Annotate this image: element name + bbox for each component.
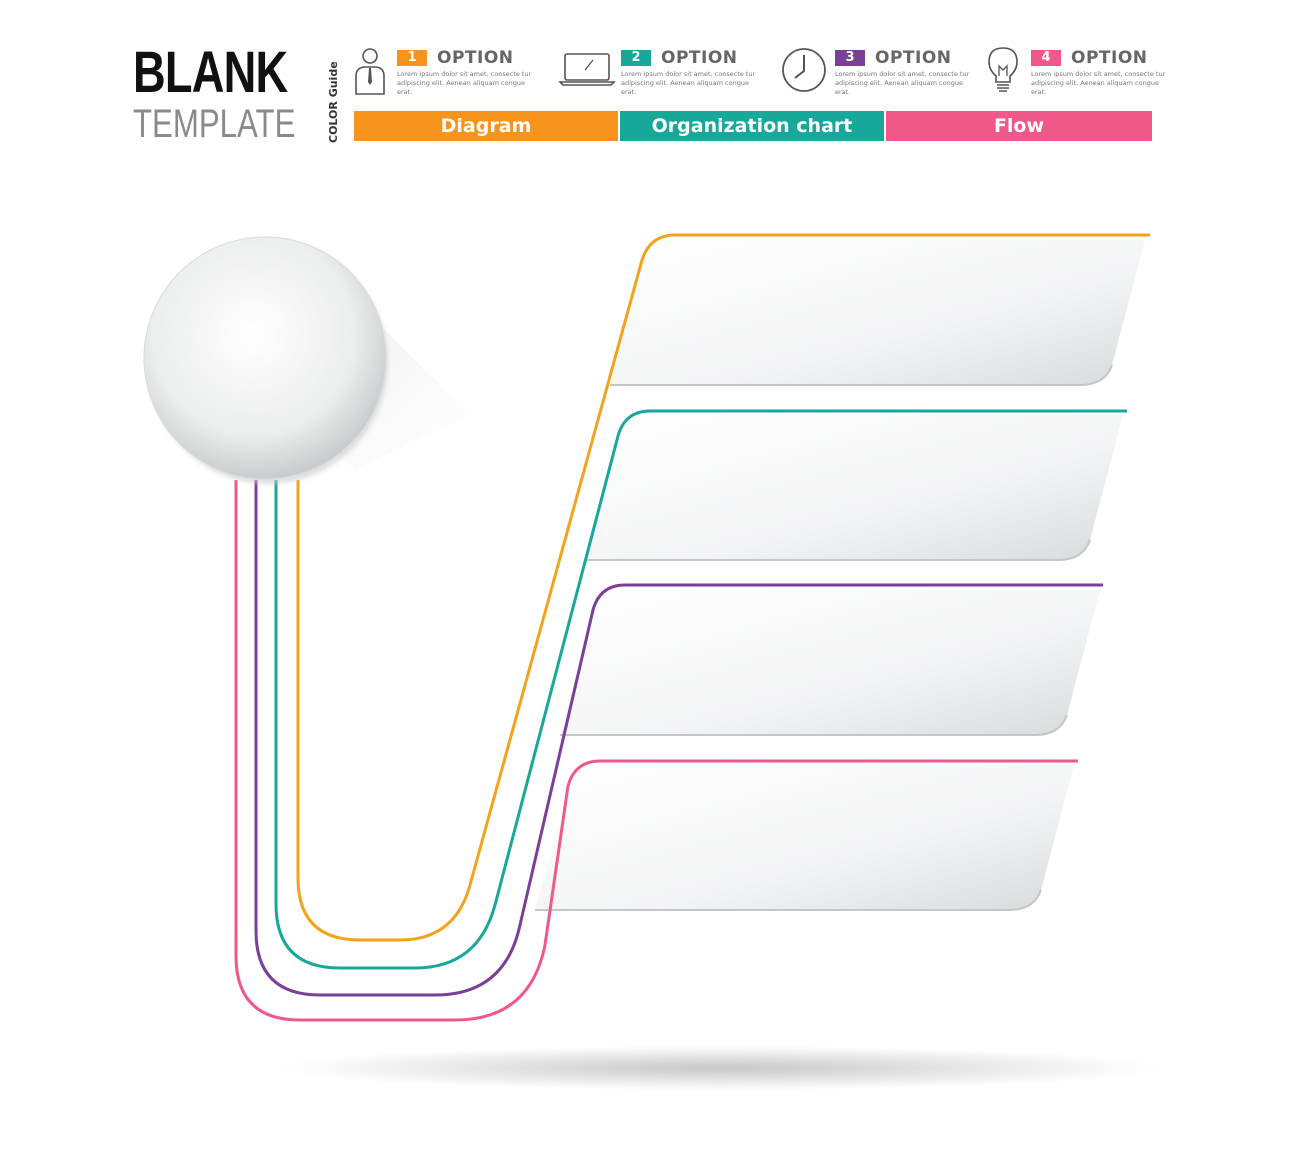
connector-line-teal — [274, 409, 1127, 970]
option-number: 1 — [397, 50, 427, 66]
person-icon — [350, 46, 400, 96]
panel-3 — [560, 590, 1100, 736]
title-block: BLANK TEMPLATE — [133, 40, 341, 146]
connector-line-purple — [254, 480, 1103, 997]
hub-sphere — [144, 237, 386, 479]
option-number: 4 — [1031, 50, 1061, 66]
option-description: Lorem ipsum dolor sit amet, consecte tur… — [397, 70, 532, 96]
option-description: Lorem ipsum dolor sit amet, consecte tur… — [621, 70, 756, 96]
floor-shadow — [280, 1046, 1160, 1090]
option-description: Lorem ipsum dolor sit amet, consecte tur… — [835, 70, 970, 96]
connector-line-orange — [296, 233, 1150, 942]
panel-4 — [535, 765, 1074, 911]
title-blank: BLANK — [133, 40, 288, 105]
option-number: 2 — [621, 50, 651, 66]
option-label: OPTION — [875, 48, 952, 68]
option-label: OPTION — [437, 48, 514, 68]
clock-icon — [780, 46, 830, 96]
panel-1 — [610, 240, 1145, 386]
option-label: OPTION — [1071, 48, 1148, 68]
option-number: 3 — [835, 50, 865, 66]
category-bar-diagram: Diagram — [354, 111, 618, 141]
category-bar-organization-chart: Organization chart — [620, 111, 884, 141]
option-description: Lorem ipsum dolor sit amet, consecte tur… — [1031, 70, 1166, 96]
panel-2 — [585, 415, 1123, 561]
laptop-icon — [558, 46, 616, 96]
title-template: TEMPLATE — [133, 102, 296, 146]
lightbulb-icon — [985, 46, 1035, 96]
connector-line-pink — [234, 480, 1078, 1022]
category-bar-flow: Flow — [886, 111, 1152, 141]
option-label: OPTION — [661, 48, 738, 68]
